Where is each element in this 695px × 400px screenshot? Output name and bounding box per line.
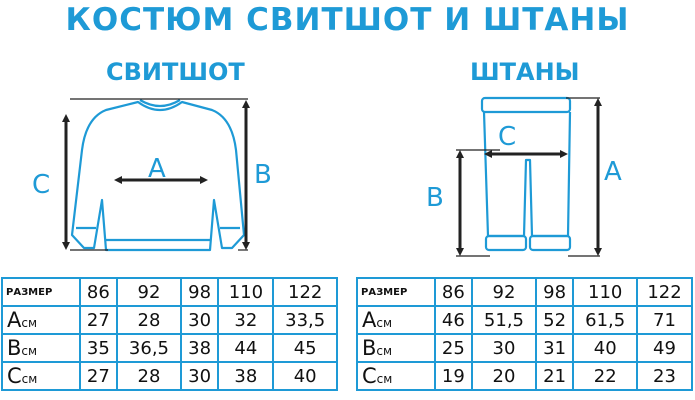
row-unit: см [21, 316, 38, 330]
table-row: Cсм 27 28 30 38 40 [1, 361, 338, 391]
row-label: Bсм [1, 333, 81, 363]
value-cell: 38 [179, 333, 220, 363]
pants-drawing [480, 96, 572, 252]
row-unit: см [376, 344, 393, 358]
value-cell: 30 [179, 305, 220, 335]
value-cell: 25 [433, 333, 474, 363]
value-cell: 61,5 [572, 305, 638, 335]
table-row: Aсм 46 51,5 52 61,5 71 [356, 305, 693, 335]
row-unit: см [376, 316, 393, 330]
value-cell: 20 [471, 361, 537, 391]
table-row: Cсм 19 20 21 22 23 [356, 361, 693, 391]
sweatshirt-label-b: B [254, 160, 272, 190]
value-cell: 38 [217, 361, 275, 391]
value-cell: 19 [433, 361, 474, 391]
value-cell: 40 [272, 361, 338, 391]
sweatshirt-measure-lines [70, 98, 248, 251]
row-label: Cсм [356, 361, 436, 391]
row-label: Cсм [1, 361, 81, 391]
size-cell: 86 [433, 277, 474, 307]
value-cell: 23 [636, 361, 693, 391]
size-cell: 92 [116, 277, 182, 307]
value-cell: 44 [217, 333, 275, 363]
size-cell: 110 [217, 277, 275, 307]
value-cell: 40 [572, 333, 638, 363]
value-cell: 27 [78, 361, 119, 391]
row-label: Aсм [1, 305, 81, 335]
sweatshirt-size-table: РАЗМЕР 86 92 98 110 122 Aсм 27 28 30 32 … [1, 277, 338, 391]
pants-label-c: C [498, 122, 516, 152]
value-cell: 35 [78, 333, 119, 363]
value-cell: 33,5 [272, 305, 338, 335]
row-letter: C [7, 364, 22, 388]
value-cell: 32 [217, 305, 275, 335]
size-cell: 122 [272, 277, 338, 307]
value-cell: 71 [636, 305, 693, 335]
size-cell: 122 [636, 277, 693, 307]
value-cell: 21 [534, 361, 575, 391]
value-cell: 51,5 [471, 305, 537, 335]
value-cell: 28 [116, 361, 182, 391]
row-unit: см [21, 372, 38, 386]
value-cell: 49 [636, 333, 693, 363]
value-cell: 46 [433, 305, 474, 335]
value-cell: 22 [572, 361, 638, 391]
page-title: КОСТЮМ СВИТШОТ И ШТАНЫ [65, 2, 630, 38]
value-cell: 27 [78, 305, 119, 335]
size-header-cell: РАЗМЕР [1, 277, 81, 307]
value-cell: 30 [179, 361, 220, 391]
size-cell: 86 [78, 277, 119, 307]
table-row: Bсм 25 30 31 40 49 [356, 333, 693, 363]
value-cell: 52 [534, 305, 575, 335]
row-letter: C [362, 364, 377, 388]
table-header-row: РАЗМЕР 86 92 98 110 122 [1, 277, 338, 307]
row-letter: B [362, 336, 377, 360]
pants-label-a: A [604, 157, 622, 187]
row-label: Bсм [356, 333, 436, 363]
size-header-cell: РАЗМЕР [356, 277, 436, 307]
value-cell: 31 [534, 333, 575, 363]
pants-measure-lines [456, 97, 600, 257]
value-cell: 30 [471, 333, 537, 363]
row-unit: см [376, 372, 393, 386]
sweatshirt-drawing [70, 99, 246, 252]
row-letter: A [7, 308, 22, 332]
value-cell: 36,5 [116, 333, 182, 363]
garment-illustrations: A B C A B C [32, 96, 622, 257]
pants-size-table: РАЗМЕР 86 92 98 110 122 Aсм 46 51,5 52 6… [356, 277, 693, 391]
value-cell: 45 [272, 333, 338, 363]
table-row: Bсм 35 36,5 38 44 45 [1, 333, 338, 363]
size-cell: 110 [572, 277, 638, 307]
row-unit: см [21, 344, 38, 358]
row-label: Aсм [356, 305, 436, 335]
sweatshirt-label-c: C [32, 170, 50, 200]
size-cell: 98 [179, 277, 220, 307]
sweatshirt-label-a: A [148, 154, 166, 184]
size-cell: 98 [534, 277, 575, 307]
pants-label-b: B [426, 183, 444, 213]
size-cell: 92 [471, 277, 537, 307]
value-cell: 28 [116, 305, 182, 335]
pants-heading: ШТАНЫ [470, 58, 580, 86]
table-header-row: РАЗМЕР 86 92 98 110 122 [356, 277, 693, 307]
sweatshirt-heading: СВИТШОТ [106, 58, 245, 86]
table-row: Aсм 27 28 30 32 33,5 [1, 305, 338, 335]
row-letter: B [7, 336, 22, 360]
row-letter: A [362, 308, 377, 332]
